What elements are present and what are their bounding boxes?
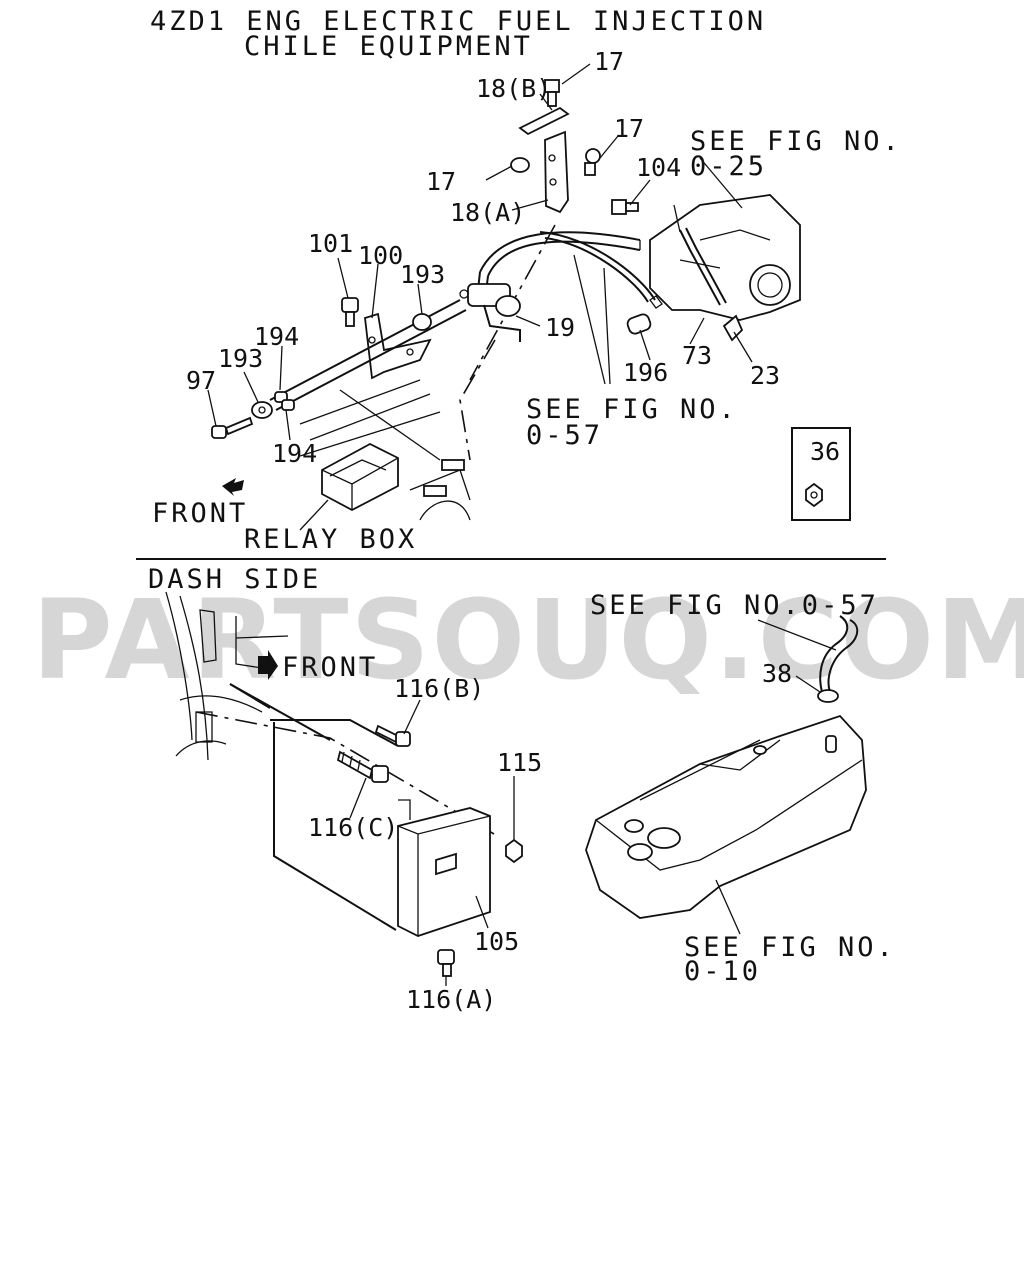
label-part-17-right: 17: [614, 114, 644, 143]
spacer-194-a: [274, 391, 295, 411]
label-part-194-bottom: 194: [272, 439, 317, 468]
label-part-196: 196: [623, 358, 668, 387]
label-part-193-right: 193: [400, 260, 445, 289]
ref-fig-057-line1: SEE FIG NO.: [526, 394, 738, 425]
label-part-36: 36: [810, 437, 840, 466]
label-part-116b: 116(B): [394, 674, 484, 703]
label-part-73: 73: [682, 341, 712, 370]
bolt-116a: [437, 949, 455, 977]
label-part-104: 104: [636, 153, 681, 182]
label-part-116c: 116(C): [308, 813, 398, 842]
label-part-115: 115: [497, 748, 542, 777]
label-part-18a: 18(A): [450, 198, 525, 227]
bolt-17-top: [544, 79, 560, 107]
bracket-100: [364, 312, 432, 380]
bolt-101: [341, 297, 359, 327]
bolt-116b: [374, 724, 411, 747]
front-arrow-dash-icon: [258, 650, 278, 680]
label-part-101: 101: [308, 229, 353, 258]
label-front-dash: FRONT: [282, 652, 378, 683]
label-part-17-top: 17: [594, 47, 624, 76]
ref-fig-010-line1: SEE FIG NO.: [684, 932, 896, 963]
ref-fig-057-line2: 0-57: [526, 420, 603, 451]
label-part-23: 23: [750, 361, 780, 390]
bolt-116c: [336, 750, 389, 783]
watermark: PARTSOUQ.COM: [32, 576, 1024, 704]
diagram-title-line1: 4ZD1 ENG ELECTRIC FUEL INJECTION: [150, 6, 766, 37]
label-relay-box: RELAY BOX: [244, 524, 417, 555]
sensor-196: [626, 295, 663, 335]
label-part-38: 38: [762, 659, 792, 688]
clamp-38: [817, 689, 839, 703]
ecu-105: [397, 799, 491, 937]
bolt-104: [611, 199, 639, 215]
ref-fig-025-line2: 0-25: [690, 151, 767, 182]
ref-fig-010-line2: 0-10: [684, 956, 761, 987]
throttle-body-assembly: [649, 194, 801, 321]
front-arrow-icon: [222, 478, 244, 496]
grommet-193-right: [412, 313, 432, 331]
ref-fig-025-line1: SEE FIG NO.: [690, 126, 902, 157]
relay-box: [321, 442, 399, 512]
solenoid-valve-19: [459, 283, 521, 342]
cylinder-head-cover: [585, 714, 867, 919]
label-front-top: FRONT: [152, 498, 248, 529]
bolt-17-left: [510, 157, 530, 173]
label-part-116a: 116(A): [406, 985, 496, 1014]
bracket-18b: [518, 106, 570, 136]
bolt-97: [211, 416, 254, 439]
label-part-193-left: 193: [218, 344, 263, 373]
label-part-97: 97: [186, 366, 216, 395]
bracket-18a: [544, 130, 569, 214]
part-36-box: [791, 427, 851, 521]
label-part-100: 100: [358, 241, 403, 270]
label-part-19: 19: [545, 313, 575, 342]
label-part-194-top: 194: [254, 322, 299, 351]
grommet-193-left: [251, 401, 273, 419]
ref-fig-057-bottom: SEE FIG NO.0-57: [590, 590, 879, 621]
nut-115: [505, 838, 523, 864]
clip-23: [722, 314, 744, 342]
label-dash-side: DASH SIDE: [148, 564, 321, 595]
nut-36: [805, 482, 823, 508]
diagram-title-line2: CHILE EQUIPMENT: [244, 31, 533, 62]
bottom-section-drawing: [165, 591, 867, 986]
bolt-17-right: [584, 148, 601, 176]
label-part-17-left: 17: [426, 167, 456, 196]
top-section-drawing: [207, 63, 851, 531]
label-part-18b: 18(B): [476, 74, 551, 103]
label-part-105: 105: [474, 927, 519, 956]
